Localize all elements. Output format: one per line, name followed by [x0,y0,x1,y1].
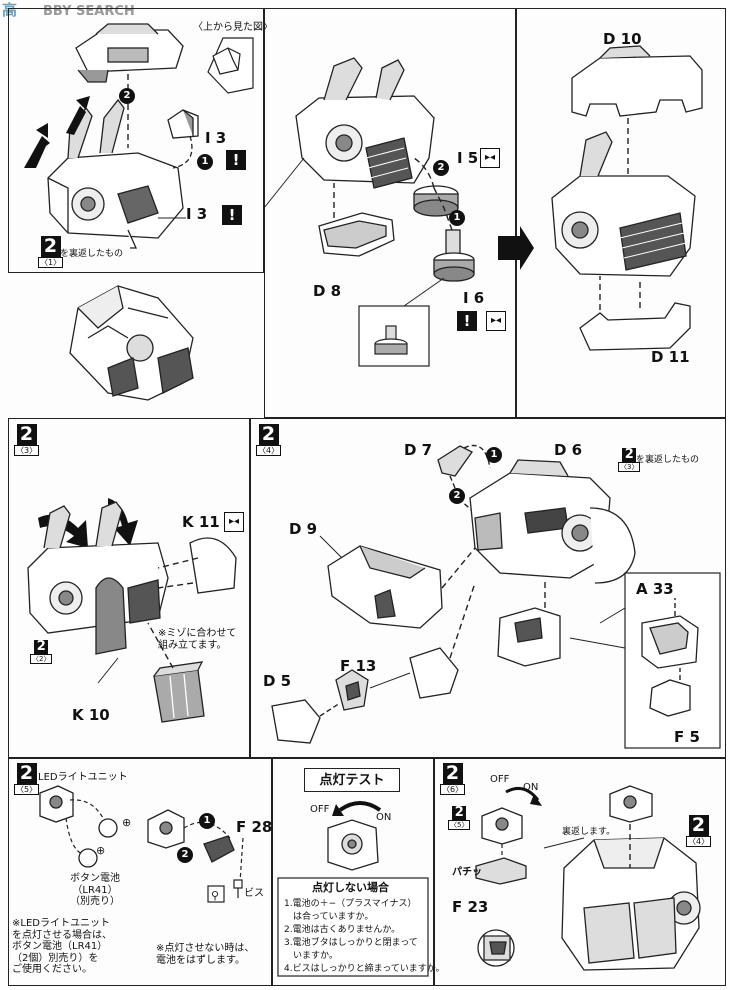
panel6-drawing: ⊕ ⊕ ⚲ [39,785,244,903]
direction-arrow-1: 1 [198,813,215,829]
top-view-label: 〈上から見た図〉 [193,22,273,33]
part-D8: D 8 [313,282,342,300]
click-sound-label: パチッ [452,867,482,878]
part-I6: I 6 [463,289,485,307]
part-D9: D 9 [289,520,318,538]
led-usage-note: ※LEDライトユニット を点灯させる場合は、 ボタン電池（LR41） （2個）別… [12,918,112,975]
caution-icon: ! [457,311,477,331]
off-label: OFF [490,774,510,785]
direction-arrow-2: 2 [448,488,465,504]
part-A33: A 33 [636,580,674,598]
panel-step-2-4 [250,418,726,758]
battery-remove-note: ※点灯させない時は、 電池をはずします。 [156,943,255,966]
panel-step-2-1 [8,8,264,273]
part-F28: F 28 [236,818,273,836]
part-D10: D 10 [603,30,642,48]
part-K11: K 11 [182,513,220,531]
direction-arrow-1: 1 [448,210,465,226]
part-I3-bottom: I 3 [186,205,208,223]
part-F23: F 23 [452,898,489,916]
part-F5: F 5 [674,728,700,746]
part-D7: D 7 [404,441,433,459]
reverse-note: を裏返したもの [636,455,700,465]
reverse-note: を裏返したもの [60,249,124,259]
svg-text:⊕: ⊕ [96,844,105,857]
step-ref-2-4: 2 〈4〉 [686,814,712,847]
panel-light-test [272,758,434,986]
step-ref-2-3: 2 〈3〉 [618,447,641,472]
caution-icon: ! [226,150,246,170]
svg-text:⚲: ⚲ [211,889,219,902]
part-K10: K 10 [72,706,110,724]
step-2-5-label: 2 〈5〉 [14,762,40,795]
step-ref-2-2: 2 〈2〉 [30,639,53,664]
trouble-item: 4.ビスはしっかりと締まっていますか。 [284,964,445,974]
cut-icon: ▸◂ [480,148,500,168]
screw-label: ビス [244,888,264,899]
trouble-item: は合っていますか。 [284,912,374,922]
step-2-6-label: 2 〈6〉 [440,762,466,795]
direction-arrow-2: 2 [432,160,449,176]
direction-arrow-1: 1 [196,154,213,170]
panel-step-2-3-overview [516,8,726,418]
caution-icon: ! [222,205,242,225]
step-2-4-label: 2 〈4〉 [256,423,282,456]
trouble-item: いますか。 [284,951,338,961]
panel-step-2-3 [8,418,250,758]
step-2-3-label: 2 〈3〉 [14,423,40,456]
part-D5: D 5 [263,672,292,690]
panel5-drawing [271,444,721,749]
part-I5: I 5 [457,149,479,167]
trouble-title: 点灯しない場合 [312,881,389,894]
trouble-item: 2.電池は古くありませんか。 [284,925,401,935]
off-label: OFF [310,804,330,815]
svg-text:⊕: ⊕ [122,816,131,829]
panel2-drawing [263,57,475,367]
trouble-item: 1.電池の＋−（プラスマイナス） [284,899,417,909]
groove-note: ※ミゾに合わせて 組み立てます。 [158,628,237,651]
part-F13: F 13 [340,657,377,675]
direction-arrow-1: 1 [485,447,502,463]
light-test-title-box: 点灯テスト [304,768,400,792]
panel8-drawing [475,785,701,971]
part-I3-top: I 3 [205,129,227,147]
direction-arrow-2: 2 [176,847,193,863]
cut-icon: ▸◂ [224,512,244,532]
battery-label: ボタン電池 （LR41） （別売り） [70,873,120,907]
part-D11: D 11 [651,348,690,366]
step-ref-2-1: 2 〈1〉 [38,235,64,268]
trouble-item: 3.電池ブタはしっかりと閉まって [284,938,418,948]
light-test-title: 点灯テスト [319,773,385,788]
trouble-list: 1.電池の＋−（プラスマイナス） は合っていますか。 2.電池は古くありませんか… [284,898,445,976]
reverse-note: 裏返します。 [562,827,616,837]
step-ref-2-5: 2 〈5〉 [448,805,471,830]
on-label: ON [523,782,539,793]
part-D6: D 6 [554,441,583,459]
panel-step-2-5 [8,758,272,986]
panel-step-2-6 [434,758,726,986]
panel-step-2-2 [264,8,516,418]
cut-icon: ▸◂ [486,311,506,331]
panel4-drawing [27,498,237,723]
led-unit-label: LEDライトユニット [38,772,128,783]
panel3-drawing [498,45,703,351]
panel1-drawing [24,23,254,401]
panel7-drawing [277,801,429,977]
direction-arrow-2: 2 [118,88,135,104]
on-label: ON [376,812,392,823]
